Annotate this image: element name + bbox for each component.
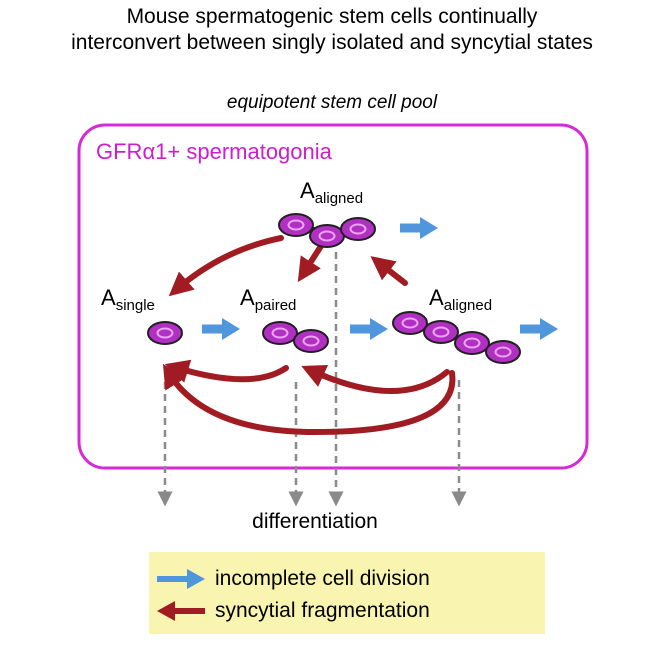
differentiation-arrows [157,252,467,507]
legend-item-fragmentation: syncytial fragmentation [149,596,545,626]
stem-cell-pool-box [77,123,589,470]
cells-aligned-top [278,213,376,248]
differentiation-label: differentiation [252,510,378,533]
red-arrow-right-to-paired [301,365,450,394]
fragmentation-arrows [162,235,456,436]
title-line-2: interconvert between singly isolated and… [71,31,593,54]
legend-label-fragmentation: syncytial fragmentation [215,599,430,622]
box-label: GFRα1+ spermatogonia [96,139,333,164]
red-arrow-right-to-single [162,363,456,436]
cell-single [147,321,183,345]
blue-arrow-single-to-paired [202,318,240,340]
cells-aligned-right [392,311,521,364]
red-arrow-right-to-top [370,256,408,286]
legend: incomplete cell division syncytial fragm… [149,552,545,634]
cells-paired [262,321,329,353]
label-single: Asingle [101,285,155,314]
red-arrow-paired-to-single [164,359,289,383]
label-aligned-right: Aaligned [429,285,492,314]
label-aligned-top: Aaligned [300,178,363,207]
blue-arrow-top [400,217,438,239]
red-arrow-top-to-single [168,235,284,297]
title-line-1: Mouse spermatogenic stem cells continual… [126,5,538,28]
pool-label: equipotent stem cell pool [226,92,438,113]
red-arrow-top-to-paired [297,240,326,283]
legend-item-division: incomplete cell division [149,564,545,594]
division-arrows [202,217,558,340]
red-arrow-icon [157,601,205,621]
blue-arrow-icon [157,569,205,589]
legend-label-division: incomplete cell division [215,567,430,590]
blue-arrow-paired-to-aligned [350,318,388,340]
label-paired: Apaired [240,285,296,314]
blue-arrow-right [520,318,558,340]
